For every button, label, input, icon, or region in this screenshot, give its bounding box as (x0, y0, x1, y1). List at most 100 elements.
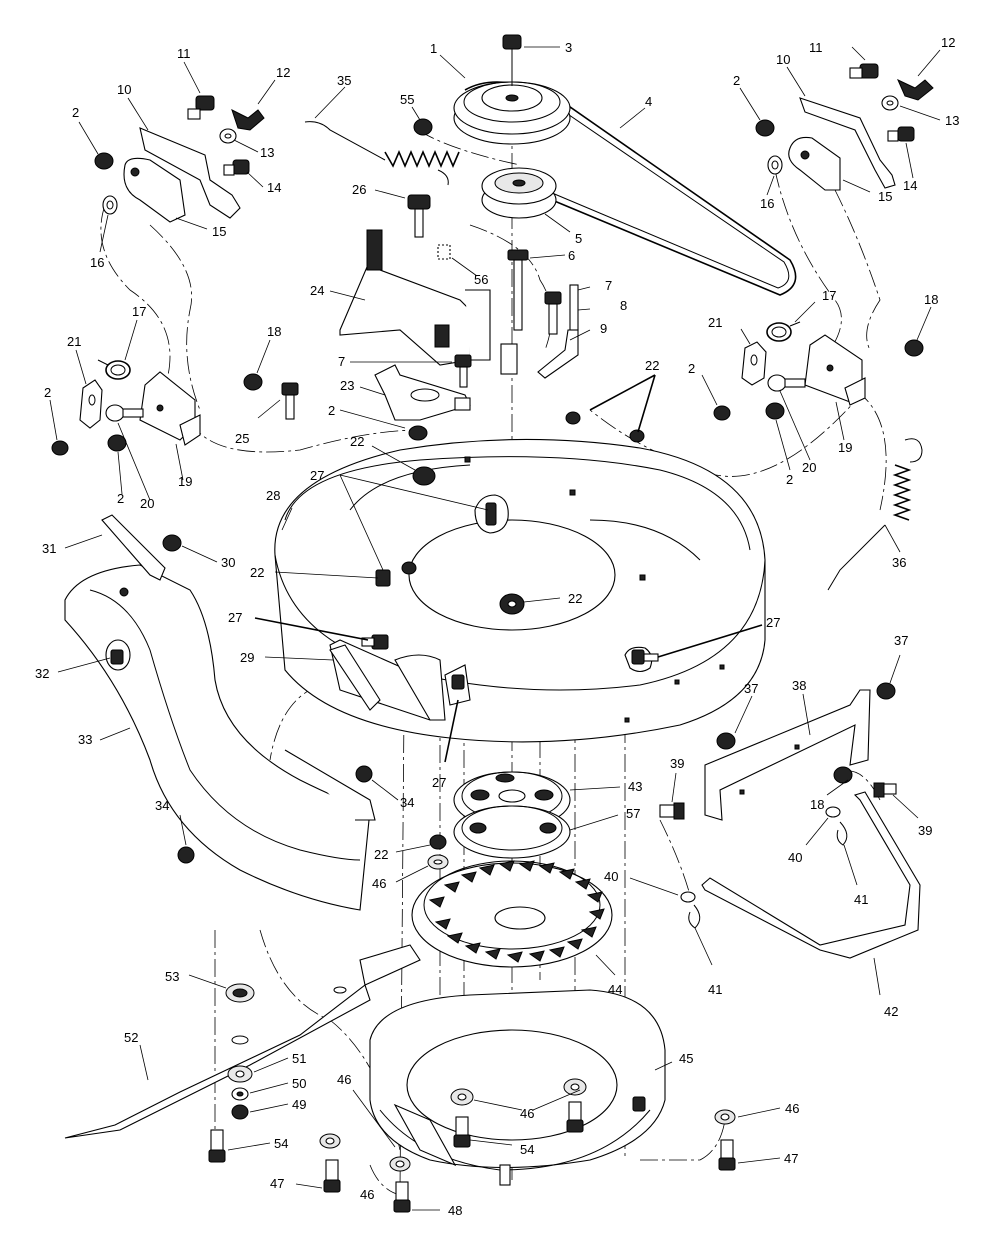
left-nut-2b (51, 440, 69, 456)
nut-22-pulley (429, 834, 447, 850)
arm-9 (537, 284, 579, 379)
callout-43: 43 (628, 779, 642, 794)
callout-20L: 20 (140, 496, 154, 511)
nut-37-a (876, 682, 896, 700)
callout-27d: 27 (432, 775, 446, 790)
callout-15R: 15 (878, 189, 892, 204)
bolt-27-top (474, 494, 509, 534)
callout-6: 6 (568, 248, 575, 263)
blade-baffle-45 (369, 989, 666, 1186)
callout-labels: 1 3 4 55 35 26 5 6 56 24 7 8 9 7 23 2 25… (35, 35, 959, 1218)
callout-54a: 54 (274, 1136, 288, 1151)
callout-18R: 18 (924, 292, 938, 307)
bolt-32 (110, 649, 124, 665)
washer-46-center (389, 1156, 411, 1172)
callout-29: 29 (240, 650, 254, 665)
idler-arm-bracket (339, 229, 491, 366)
cotter-41-b (688, 904, 701, 929)
left-nut-2c (107, 434, 127, 452)
left-wing-nut-12 (231, 109, 265, 131)
callout-20R: 20 (802, 460, 816, 475)
callout-2L: 2 (72, 105, 79, 120)
washer-46-pulley (427, 854, 449, 870)
callout-2L3: 2 (117, 491, 124, 506)
callout-10R: 10 (776, 52, 790, 67)
nut-18-hanger (833, 766, 853, 784)
callout-22b: 22 (350, 434, 364, 449)
nut-49 (231, 1104, 249, 1120)
callout-51: 51 (292, 1051, 306, 1066)
nut-22-top (565, 411, 645, 443)
tension-spring-35 (304, 121, 460, 186)
callout-39b: 39 (918, 823, 932, 838)
callout-21R: 21 (708, 315, 722, 330)
callout-40b: 40 (604, 869, 618, 884)
callout-11R: 11 (809, 40, 823, 55)
left-link-21 (79, 379, 103, 429)
callout-54b: 54 (520, 1142, 534, 1157)
callout-22c: 22 (250, 565, 264, 580)
callout-47a: 47 (270, 1176, 284, 1191)
callout-7b: 7 (338, 354, 345, 369)
nut-34-a (355, 765, 373, 783)
left-washer-16 (102, 195, 118, 215)
cotter-41-a (836, 821, 848, 846)
callout-46e: 46 (360, 1187, 374, 1202)
right-bolt-11 (849, 63, 879, 79)
callout-27a: 27 (310, 468, 324, 483)
callout-28: 28 (266, 488, 280, 503)
bolt-48 (393, 1181, 411, 1213)
mower-blade-52 (64, 944, 421, 1139)
callout-2c: 2 (328, 403, 335, 418)
callout-18L: 18 (267, 324, 281, 339)
callout-38: 38 (792, 678, 806, 693)
callout-50: 50 (292, 1076, 306, 1091)
washer-51 (227, 1065, 253, 1083)
callout-21L: 21 (67, 334, 81, 349)
bolt-7b (454, 354, 472, 388)
idler-pulley (481, 167, 557, 219)
engine-pulley (453, 81, 571, 145)
right-nut-2c (765, 402, 785, 420)
left-bolt-11 (187, 95, 215, 120)
washer-46-right (714, 1109, 736, 1125)
rear-bail-42 (701, 791, 921, 959)
callout-46d: 46 (785, 1101, 799, 1116)
washer-40-b (680, 891, 696, 903)
nut-37-b (716, 732, 736, 750)
callout-13L: 13 (260, 145, 274, 160)
bearing-53 (225, 983, 255, 1003)
callout-32: 32 (35, 666, 49, 681)
bolt-54-baffle-a (453, 1116, 471, 1148)
callout-14L: 14 (267, 180, 281, 195)
left-washer-13 (219, 128, 237, 144)
callout-19L: 19 (178, 474, 192, 489)
right-nut-2 (755, 119, 775, 137)
callout-47b: 47 (784, 1151, 798, 1166)
callout-22a: 22 (645, 358, 659, 373)
washer-46-baffle-b (563, 1078, 587, 1096)
callout-16R: 16 (760, 196, 774, 211)
left-spring-17 (97, 359, 131, 380)
callout-44: 44 (608, 982, 622, 997)
callout-37b: 37 (744, 681, 758, 696)
nut-2-center (408, 425, 428, 441)
callout-10L: 10 (117, 82, 131, 97)
callout-25: 25 (235, 431, 249, 446)
callout-49: 49 (292, 1097, 306, 1112)
callout-33: 33 (78, 732, 92, 747)
callout-30: 30 (221, 555, 235, 570)
bolt-27-bottom (444, 664, 471, 706)
cooling-fan-44 (411, 860, 613, 968)
callout-48: 48 (448, 1203, 462, 1218)
callout-53: 53 (165, 969, 179, 984)
nut-30 (162, 534, 182, 552)
bolt-54-blade (208, 1129, 226, 1163)
nut-22-center (499, 593, 525, 615)
callout-26: 26 (352, 182, 366, 197)
callout-18b: 18 (810, 797, 824, 812)
callout-34a: 34 (400, 795, 414, 810)
callout-5: 5 (575, 231, 582, 246)
washer-46-baffle-a (450, 1088, 474, 1106)
